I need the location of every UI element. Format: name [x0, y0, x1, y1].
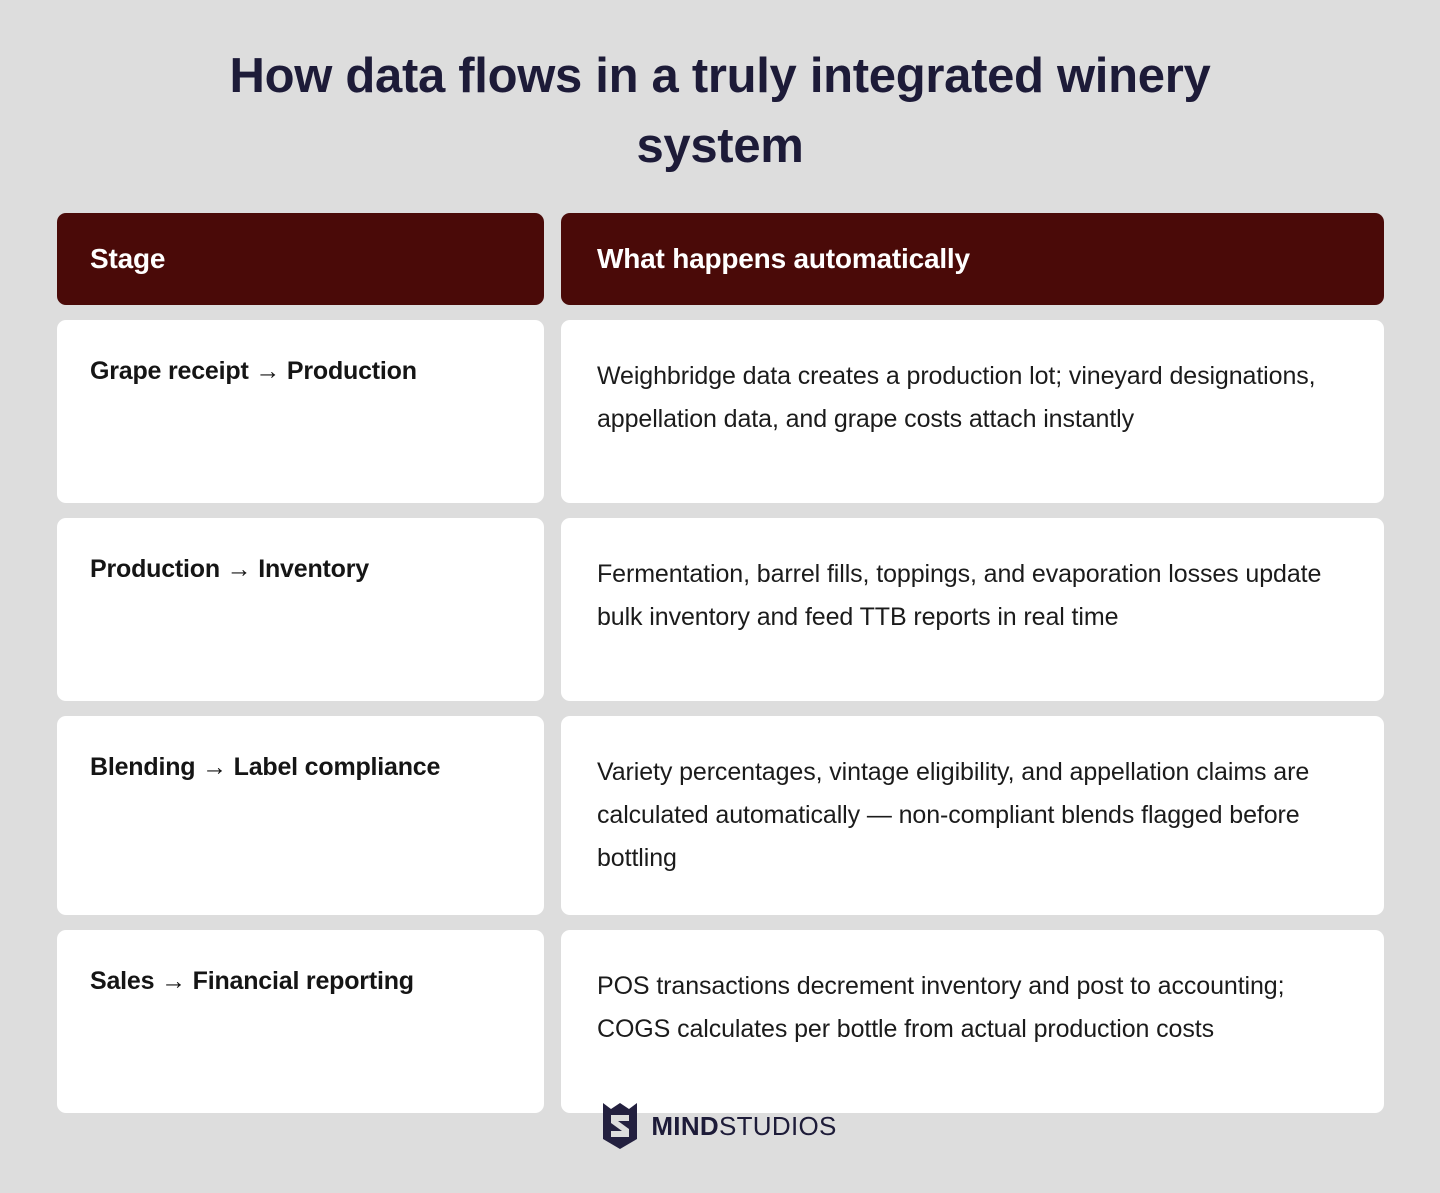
- stage-label: Blending → Label compliance: [90, 753, 441, 781]
- detail-text: Weighbridge data creates a production lo…: [597, 362, 1316, 433]
- row-cell-detail: POS transactions decrement inventory and…: [561, 930, 1384, 1113]
- brand-name-primary: MIND: [651, 1110, 719, 1141]
- stage-label: Grape receipt → Production: [90, 357, 417, 385]
- header-detail-label: What happens automatically: [597, 243, 970, 274]
- table-header-row: Stage What happens automatically: [57, 213, 1384, 305]
- header-cell-detail: What happens automatically: [561, 213, 1384, 305]
- footer-branding: MINDSTUDIOS: [0, 1103, 1440, 1149]
- page-title: How data flows in a truly integrated win…: [229, 49, 1211, 173]
- brand-wordmark: MINDSTUDIOS: [651, 1111, 836, 1142]
- brand-name-secondary: STUDIOS: [718, 1110, 837, 1141]
- table-row: Sales → Financial reporting POS transact…: [57, 930, 1384, 1113]
- row-cell-detail: Fermentation, barrel fills, toppings, an…: [561, 518, 1384, 701]
- mind-studios-shield-icon: [603, 1103, 638, 1149]
- row-cell-stage: Blending → Label compliance: [57, 716, 544, 915]
- row-cell-stage: Grape receipt → Production: [57, 320, 544, 503]
- table-row: Grape receipt → Production Weighbridge d…: [57, 320, 1384, 503]
- row-cell-detail: Weighbridge data creates a production lo…: [561, 320, 1384, 503]
- table-row: Blending → Label compliance Variety perc…: [57, 716, 1384, 915]
- detail-text: Variety percentages, vintage eligibility…: [597, 758, 1310, 872]
- row-cell-detail: Variety percentages, vintage eligibility…: [561, 716, 1384, 915]
- stage-label: Production → Inventory: [90, 555, 369, 583]
- header-cell-stage: Stage: [57, 213, 544, 305]
- row-cell-stage: Sales → Financial reporting: [57, 930, 544, 1113]
- detail-text: Fermentation, barrel fills, toppings, an…: [597, 560, 1322, 631]
- data-flow-table: Stage What happens automatically Grape r…: [57, 213, 1384, 1113]
- table-row: Production → Inventory Fermentation, bar…: [57, 518, 1384, 701]
- stage-label: Sales → Financial reporting: [90, 967, 414, 995]
- header-stage-label: Stage: [90, 243, 166, 274]
- detail-text: POS transactions decrement inventory and…: [597, 972, 1285, 1043]
- row-cell-stage: Production → Inventory: [57, 518, 544, 701]
